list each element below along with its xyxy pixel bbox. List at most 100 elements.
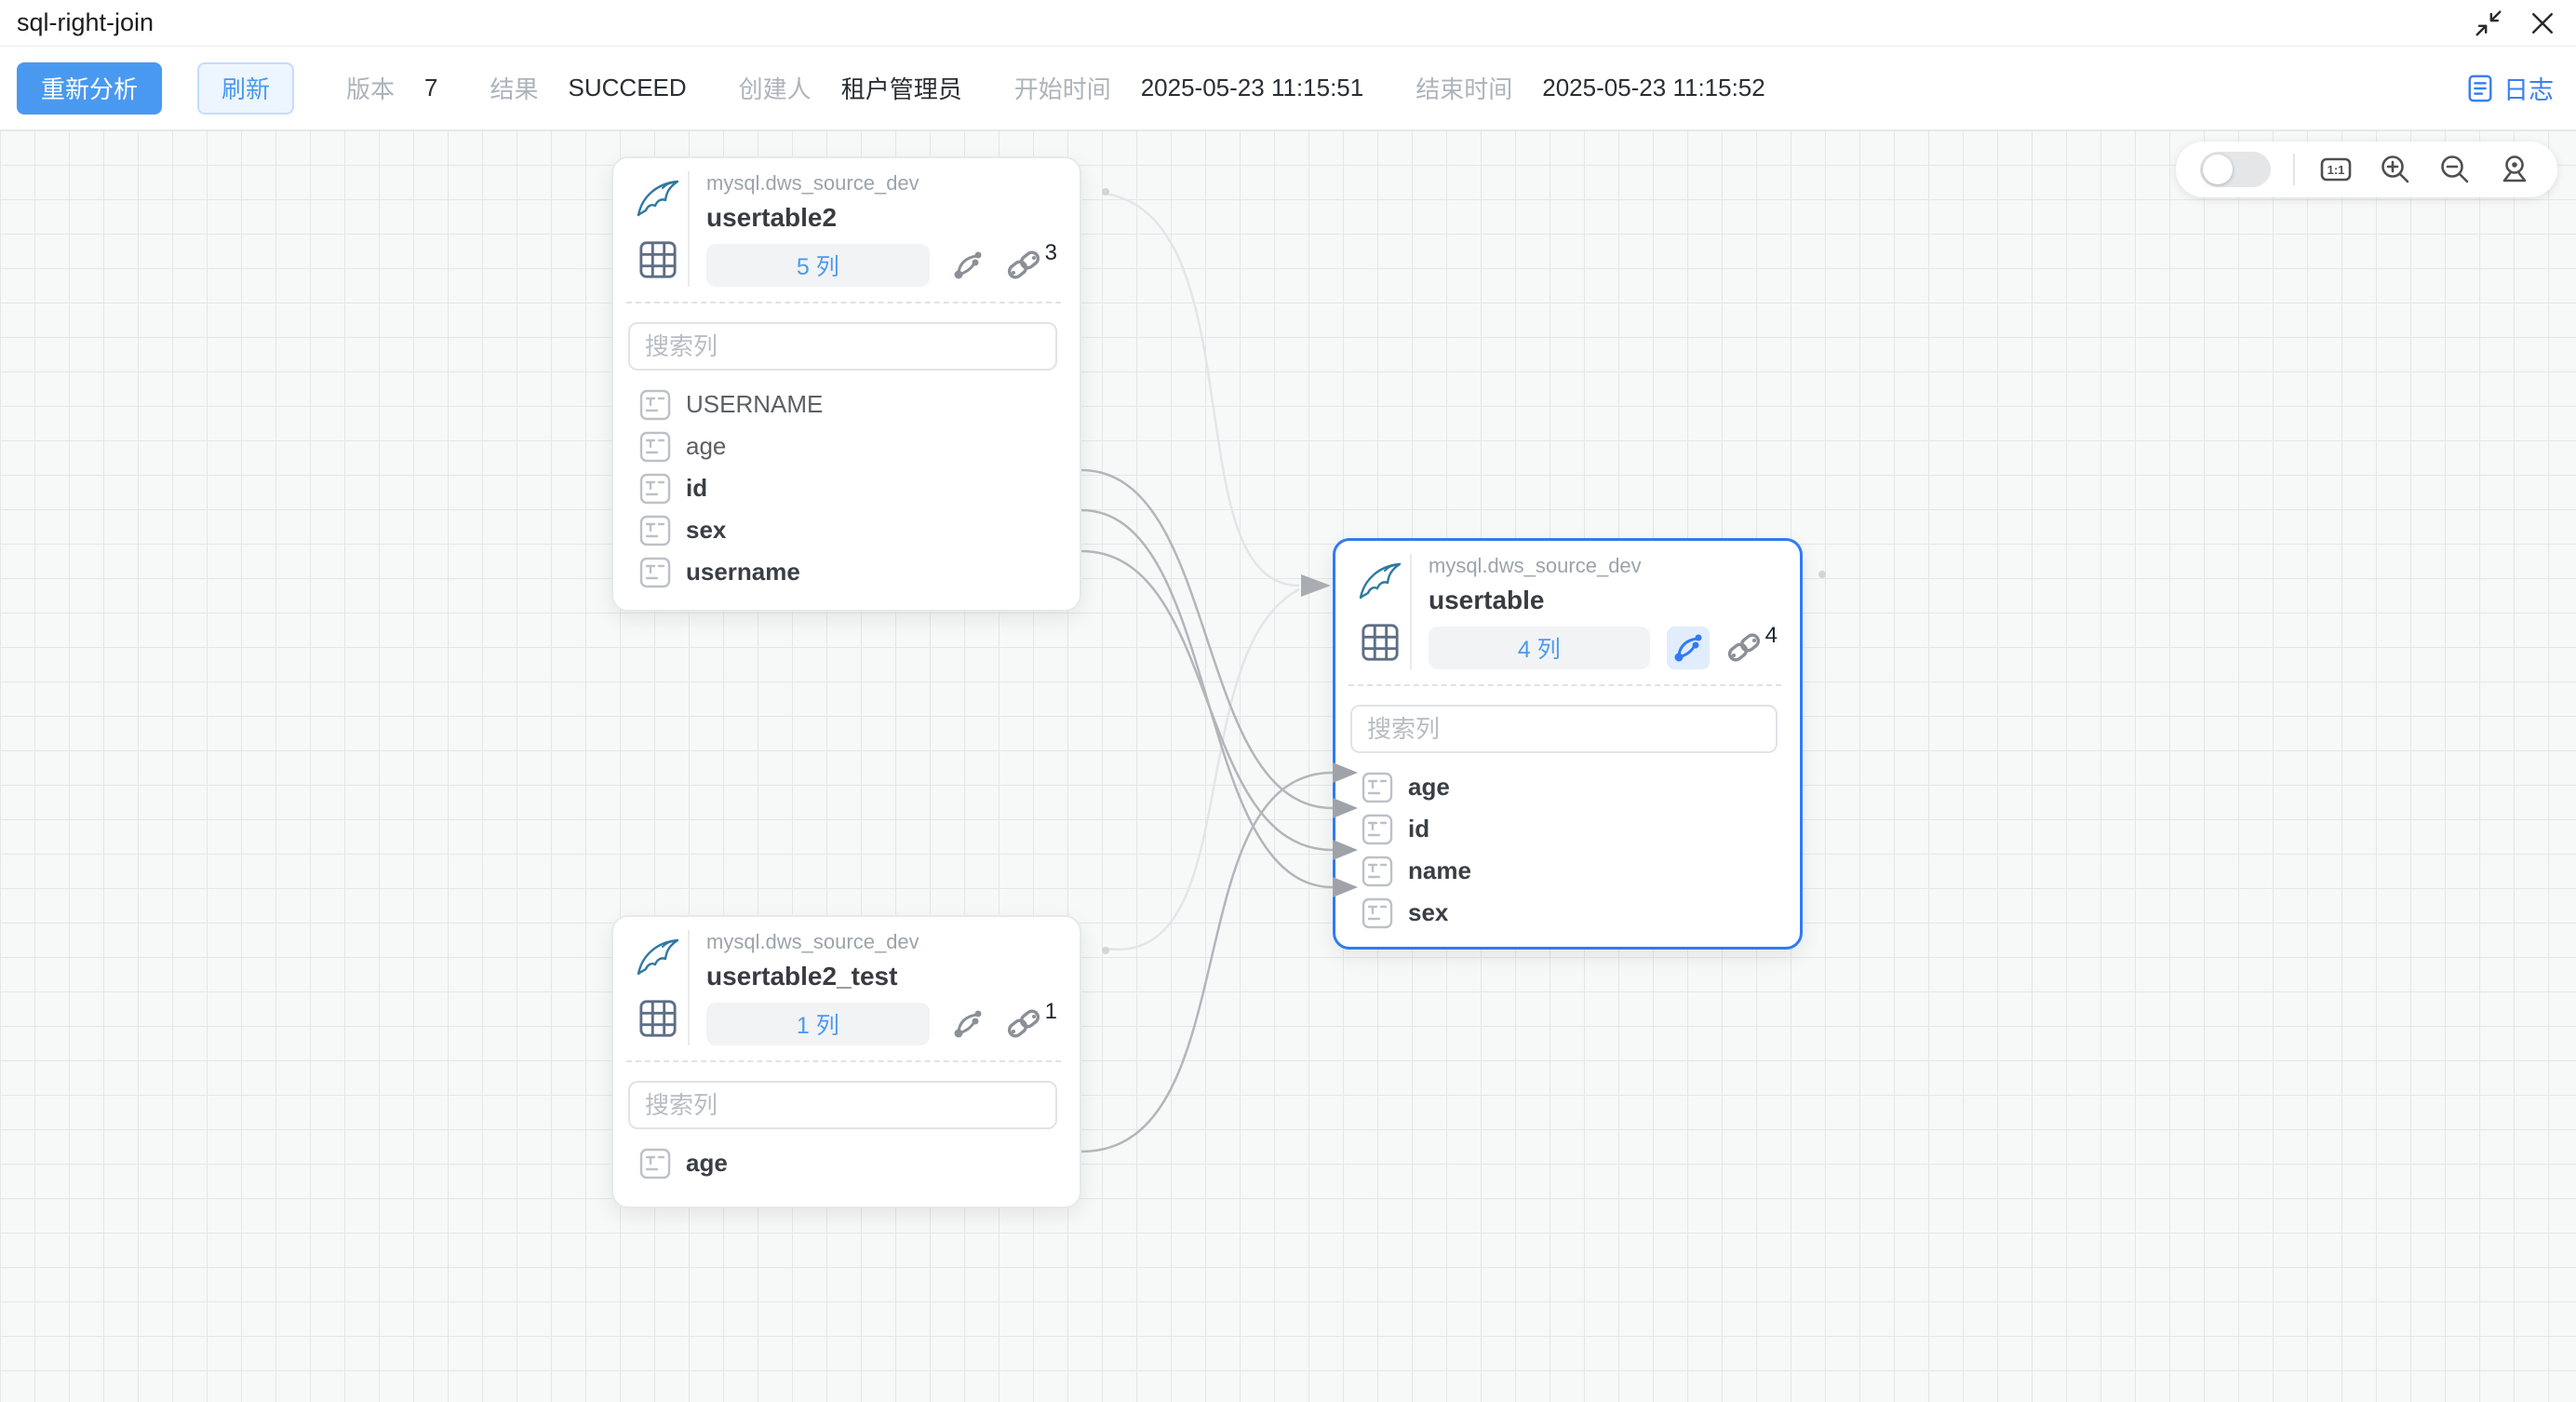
- column-row[interactable]: sex: [628, 509, 1057, 551]
- meta-value: SUCCEED: [568, 74, 687, 101]
- meta-end-time: 结束时间 2025-05-23 11:15:52: [1415, 71, 1765, 105]
- field-icon: [639, 431, 671, 462]
- port-dot: [1102, 188, 1109, 195]
- table-name: usertable2: [706, 203, 838, 232]
- table-grid-icon: [639, 1000, 677, 1037]
- column-row[interactable]: USERNAME: [628, 384, 1057, 425]
- page-title: sql-right-join: [17, 8, 154, 36]
- mysql-logo-icon: [637, 180, 679, 217]
- toggle-knob: [2203, 155, 2233, 184]
- field-icon: [639, 515, 671, 546]
- actual-size-icon[interactable]: 1:1: [2317, 151, 2355, 188]
- logs-button[interactable]: 日志: [2466, 70, 2554, 106]
- datasource-path: mysql.dws_source_dev: [1429, 554, 1642, 577]
- column-name: sex: [1408, 898, 1449, 926]
- column-name: USERNAME: [686, 390, 824, 418]
- column-search-input[interactable]: [1350, 705, 1778, 753]
- lineage-branch-icon[interactable]: [1666, 627, 1710, 669]
- column-count-pill[interactable]: 4 列: [1429, 627, 1650, 669]
- meta-result: 结果 SUCCEED: [490, 71, 687, 105]
- link-count-icon[interactable]: 1: [1006, 999, 1057, 1042]
- node-edge-usertable2test-usertable: [1105, 587, 1300, 951]
- datasource-path: mysql.dws_source_dev: [706, 171, 919, 195]
- node-header: mysql.dws_source_dev usertable2_test 1 列: [628, 930, 1057, 1045]
- divider: [1348, 684, 1781, 686]
- lineage-edges-layer: [1080, 188, 1826, 1153]
- edge-id-to-id[interactable]: [1080, 468, 1334, 810]
- table-node-usertable2-test[interactable]: mysql.dws_source_dev usertable2_test 1 列: [611, 915, 1081, 1208]
- divider: [2293, 154, 2295, 185]
- link-count: 3: [1044, 240, 1057, 265]
- edge-username-to-name[interactable]: [1080, 549, 1334, 852]
- column-list: age: [628, 1142, 1057, 1184]
- lineage-branch-icon[interactable]: [946, 1003, 989, 1045]
- column-name: id: [1408, 815, 1430, 843]
- column-name: sex: [686, 516, 727, 544]
- table-name: usertable2_test: [706, 962, 898, 991]
- lineage-branch-icon[interactable]: [946, 244, 989, 287]
- column-row[interactable]: age: [628, 425, 1057, 467]
- zoom-out-icon[interactable]: [2436, 151, 2474, 188]
- column-list: age id name sex: [1350, 766, 1778, 934]
- field-icon: [1362, 856, 1393, 886]
- column-row[interactable]: id: [628, 467, 1057, 509]
- column-row[interactable]: name: [1350, 850, 1778, 892]
- meta-value: 租户管理员: [840, 75, 962, 103]
- link-count-icon[interactable]: 4: [1726, 623, 1778, 666]
- column-row[interactable]: sex: [1350, 892, 1778, 934]
- column-name: id: [686, 474, 708, 502]
- divider: [626, 1060, 1061, 1062]
- column-row[interactable]: username: [628, 551, 1057, 593]
- column-row[interactable]: age: [628, 1142, 1057, 1184]
- reanalyze-button[interactable]: 重新分析: [17, 61, 163, 115]
- mysql-logo-icon: [1359, 562, 1402, 600]
- link-count: 1: [1044, 999, 1057, 1024]
- meta-value: 7: [424, 74, 438, 101]
- column-row[interactable]: id: [1350, 808, 1778, 850]
- port-dot: [1102, 947, 1109, 954]
- field-icon: [1362, 814, 1393, 844]
- table-name: usertable: [1429, 586, 1545, 614]
- edge-sex-to-sex[interactable]: [1080, 508, 1334, 889]
- column-count-pill[interactable]: 1 列: [706, 1003, 930, 1045]
- column-name: age: [686, 432, 727, 460]
- meta-start-time: 开始时间 2025-05-23 11:15:51: [1014, 71, 1364, 105]
- close-icon[interactable]: [2526, 7, 2559, 40]
- table-node-usertable[interactable]: mysql.dws_source_dev usertable 4 列: [1333, 538, 1803, 950]
- view-toggle[interactable]: [2200, 152, 2271, 187]
- node-header: mysql.dws_source_dev usertable 4 列: [1350, 554, 1778, 669]
- link-count: 4: [1764, 623, 1778, 648]
- node-header: mysql.dws_source_dev usertable2 5 列: [628, 171, 1057, 287]
- column-name: username: [686, 558, 800, 586]
- collapse-icon[interactable]: [2472, 7, 2505, 40]
- table-grid-icon: [1362, 624, 1399, 661]
- log-doc-icon: [2468, 74, 2492, 101]
- canvas-toolbar: 1:1: [2176, 142, 2557, 197]
- logs-label: 日志: [2503, 76, 2554, 104]
- column-row[interactable]: age: [1350, 766, 1778, 808]
- meta-value: 2025-05-23 11:15:52: [1542, 74, 1765, 101]
- meta-label: 版本: [346, 75, 396, 103]
- column-count-pill[interactable]: 5 列: [706, 244, 930, 287]
- edge-age-to-age[interactable]: [1080, 771, 1334, 1153]
- port-dot: [1818, 571, 1826, 578]
- zoom-in-icon[interactable]: [2377, 151, 2414, 188]
- fit-view-icon[interactable]: [2496, 151, 2533, 188]
- run-meta: 版本 7 结果 SUCCEED 创建人 租户管理员 开始时间 2025-05-2…: [346, 71, 1765, 105]
- field-icon: [639, 557, 671, 587]
- column-search-input[interactable]: [628, 1081, 1057, 1129]
- field-icon: [639, 1148, 671, 1179]
- window-titlebar: sql-right-join: [0, 0, 2576, 47]
- field-icon: [1362, 897, 1393, 928]
- svg-text:1:1: 1:1: [2328, 163, 2345, 177]
- divider: [626, 302, 1061, 303]
- table-node-usertable2[interactable]: mysql.dws_source_dev usertable2 5 列: [611, 156, 1081, 612]
- link-count-icon[interactable]: 3: [1006, 240, 1057, 283]
- meta-value: 2025-05-23 11:15:51: [1140, 74, 1364, 101]
- meta-creator: 创建人 租户管理员: [739, 71, 962, 105]
- refresh-button[interactable]: 刷新: [197, 61, 295, 115]
- node-edge-usertable2-usertable: [1105, 192, 1300, 587]
- lineage-canvas[interactable]: mysql.dws_source_dev usertable2 5 列: [0, 130, 2576, 1402]
- column-search-input[interactable]: [628, 322, 1057, 371]
- node-edge-arrowhead: [1301, 574, 1331, 597]
